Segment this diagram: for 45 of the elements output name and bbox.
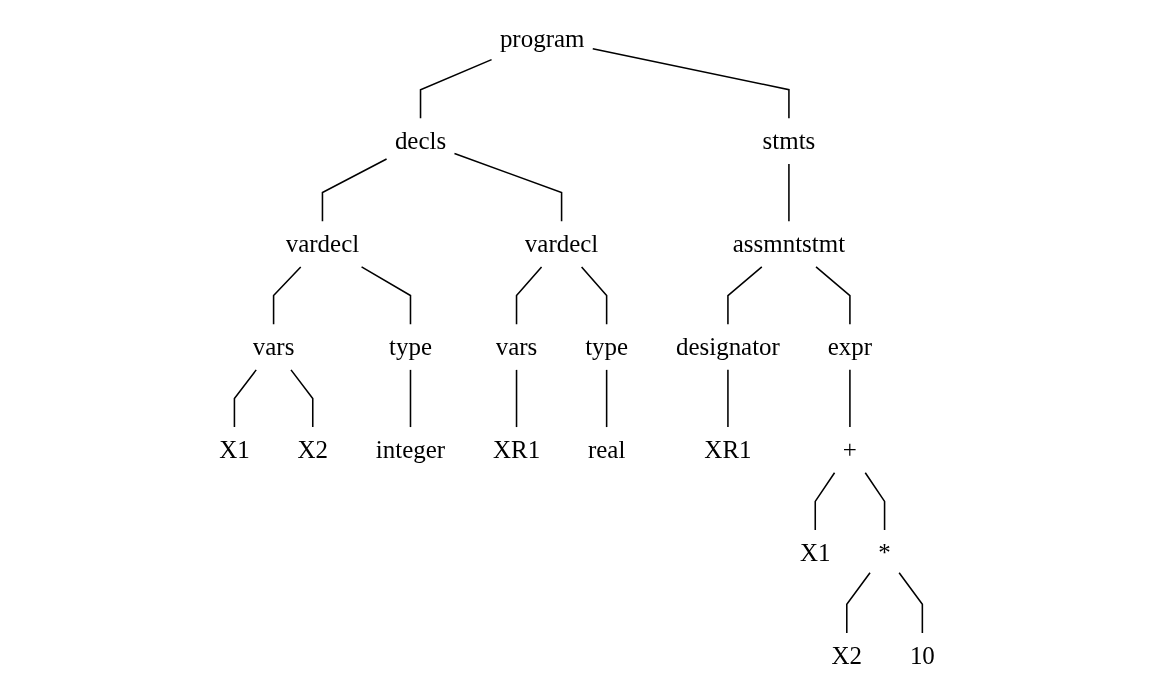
node-text: designator xyxy=(675,333,780,361)
node-text: program xyxy=(499,24,585,52)
node-text: + xyxy=(842,436,857,464)
node-text: decls xyxy=(394,127,447,155)
node-text: real xyxy=(587,436,626,464)
node-text: type xyxy=(585,333,629,361)
connector xyxy=(727,266,763,325)
connector xyxy=(272,266,302,325)
connector xyxy=(814,471,836,531)
node-text: vardecl xyxy=(285,230,360,258)
connector xyxy=(409,369,412,428)
node-text: expr xyxy=(827,333,873,361)
connector xyxy=(580,266,608,325)
connector xyxy=(788,163,790,222)
connector xyxy=(846,571,871,634)
connector xyxy=(290,369,314,428)
connector xyxy=(321,158,388,222)
node-text: assmntstmt xyxy=(732,230,846,258)
connector xyxy=(815,266,851,325)
node-text: XR1 xyxy=(492,436,541,464)
node-text: * xyxy=(878,539,891,567)
node-text: vardecl xyxy=(524,230,599,258)
connector xyxy=(515,266,543,325)
node-text: XR1 xyxy=(704,436,752,464)
connector xyxy=(515,369,518,428)
connector xyxy=(360,266,412,325)
connector xyxy=(849,369,851,428)
connector xyxy=(592,47,790,120)
connector xyxy=(898,571,924,634)
node-text: 10 xyxy=(909,642,935,670)
connector xyxy=(864,471,886,531)
node-text: X2 xyxy=(297,436,329,464)
connector xyxy=(727,369,729,428)
node-text: type xyxy=(389,333,432,361)
node-text: X1 xyxy=(219,436,250,464)
node-text: vars xyxy=(252,333,295,361)
connector xyxy=(233,369,257,428)
node-text: stmts xyxy=(762,127,816,155)
node-text: X2 xyxy=(831,642,863,670)
node-text: vars xyxy=(495,333,538,361)
connector xyxy=(453,152,563,222)
node-text: integer xyxy=(375,436,446,464)
connector xyxy=(419,58,493,120)
connector xyxy=(605,369,608,428)
node-text: X1 xyxy=(800,539,831,567)
